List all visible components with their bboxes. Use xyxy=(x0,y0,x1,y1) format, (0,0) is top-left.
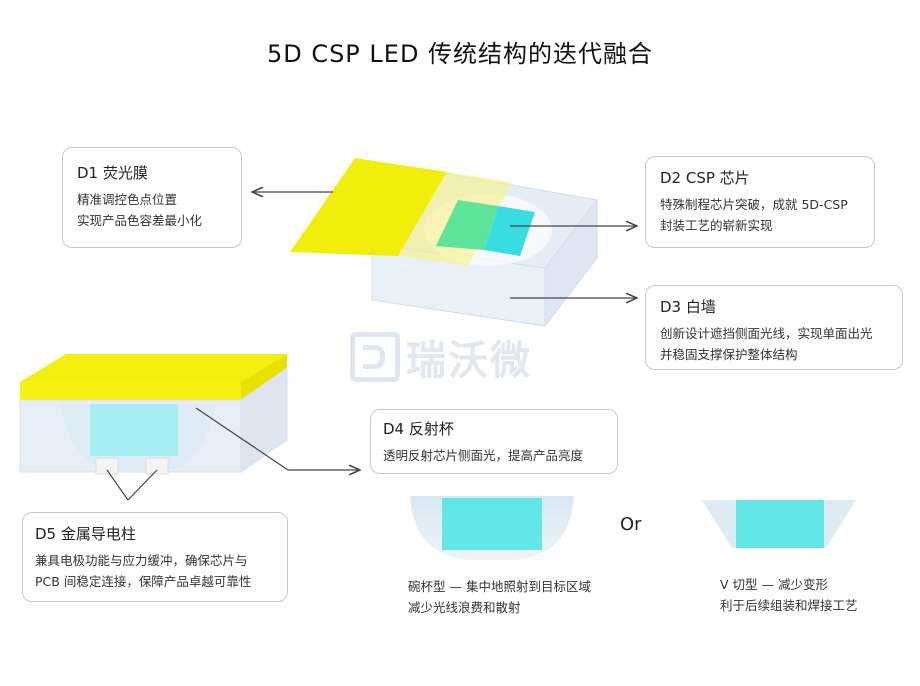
white-wall-side xyxy=(544,198,598,328)
d2-heading: D2 CSP 芯片 xyxy=(660,169,750,187)
csp-chip-green xyxy=(436,200,498,250)
d5-callout: D5 金属导电柱 兼具电极功能与应力缓冲，确保芯片与 PCB 间稳定连接，保障产… xyxy=(22,512,288,602)
vcut-reflector-illustration xyxy=(702,500,856,548)
metal-pillar-right xyxy=(145,457,169,475)
cross-section-illustration xyxy=(19,354,288,475)
csp-chip-cyan xyxy=(484,206,535,256)
d1-line-2: 实现产品色容差最小化 xyxy=(77,213,203,228)
line-d5-left xyxy=(106,469,129,501)
bowl-caption-line-2: 减少光线浪费和散射 xyxy=(408,600,521,615)
bowl-chip xyxy=(442,498,542,550)
d2-line-2: 封装工艺的崭新实现 xyxy=(660,218,773,233)
phosphor-top-face xyxy=(20,354,287,382)
d4-heading: D4 反射杯 xyxy=(383,420,454,438)
watermark-logo: 瑞沃微 xyxy=(350,328,532,386)
phosphor-film-yellow xyxy=(290,158,447,256)
bowl-caption-line-1: 碗杯型 — 集中地照射到目标区域 xyxy=(408,579,591,594)
d1-heading: D1 荧光膜 xyxy=(77,164,148,182)
watermark-text: 瑞沃微 xyxy=(406,338,532,384)
watermark-mark-icon xyxy=(350,332,400,382)
phosphor-side-face xyxy=(241,354,287,400)
top-package-illustration xyxy=(290,158,598,328)
vcut-chip xyxy=(736,500,824,548)
or-label: Or xyxy=(620,514,642,535)
d3-heading: D3 白墙 xyxy=(660,298,716,316)
d1-callout: D1 荧光膜 精准调控色点位置 实现产品色容差最小化 xyxy=(62,147,242,248)
connector-arrows xyxy=(106,192,637,501)
d5-heading: D5 金属导电柱 xyxy=(35,525,136,543)
d1-line-1: 精准调控色点位置 xyxy=(77,192,178,207)
d4-line-1: 透明反射芯片侧面光，提高产品亮度 xyxy=(383,448,584,463)
bowl-reflector-illustration xyxy=(410,496,574,560)
line-d5-right xyxy=(127,469,158,501)
page-title: 5D CSP LED 传统结构的迭代融合 xyxy=(266,40,654,68)
metal-pillar-left xyxy=(95,457,119,475)
vcut-caption: V 切型 — 减少变形 利于后续组装和焊接工艺 xyxy=(720,574,858,616)
vcut-caption-line-2: 利于后续组装和焊接工艺 xyxy=(720,598,858,613)
bowl-caption: 碗杯型 — 集中地照射到目标区域 减少光线浪费和散射 xyxy=(408,576,591,618)
d4-callout: D4 反射杯 透明反射芯片侧面光，提高产品亮度 xyxy=(370,409,618,474)
d5-line-1: 兼具电极功能与应力缓冲，确保芯片与 xyxy=(35,553,248,568)
d2-line-1: 特殊制程芯片突破，成就 5D-CSP xyxy=(660,197,848,212)
d3-line-2: 并稳固支撑保护整体结构 xyxy=(660,347,798,362)
d5-line-2: PCB 间稳定连接，保障产品卓越可靠性 xyxy=(35,574,252,589)
d3-callout: D3 白墙 创新设计遮挡侧面光线，实现单面出光 并稳固支撑保护整体结构 xyxy=(645,285,903,370)
d2-callout: D2 CSP 芯片 特殊制程芯片突破，成就 5D-CSP 封装工艺的崭新实现 xyxy=(645,156,875,248)
vcut-caption-line-1: V 切型 — 减少变形 xyxy=(720,577,828,592)
d3-line-1: 创新设计遮挡侧面光线，实现单面出光 xyxy=(660,326,873,341)
chip-cross-section xyxy=(90,404,178,456)
arrow-d4 xyxy=(195,407,360,470)
phosphor-front-face xyxy=(20,382,241,400)
